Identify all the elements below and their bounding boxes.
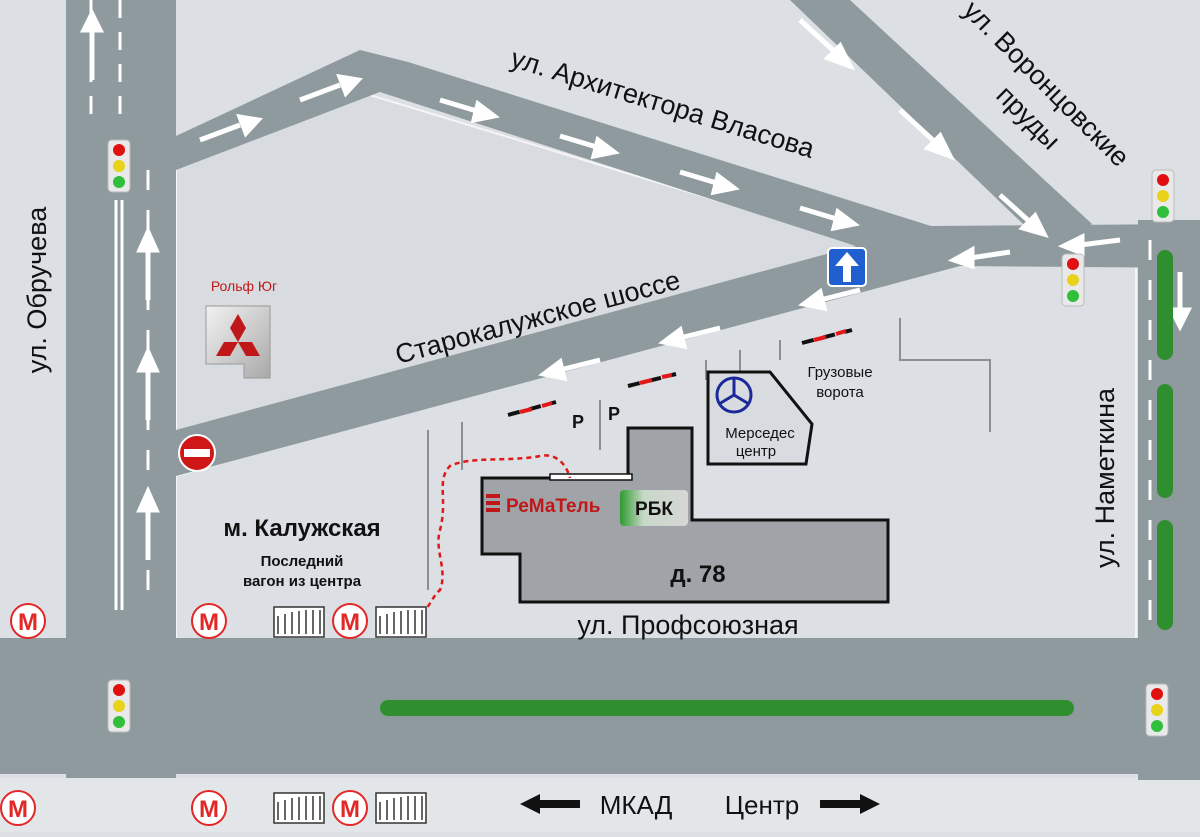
- barriers: [507, 328, 853, 417]
- green-medians: [380, 250, 1173, 716]
- last-car-label-2: вагон из центра: [243, 573, 362, 590]
- mercedes-label-2: центр: [736, 443, 776, 460]
- stairs-icon: [375, 606, 427, 638]
- mitsubishi-logo-icon: [216, 314, 260, 356]
- rolf-dealer: [205, 305, 271, 379]
- traffic-light-icon: [107, 139, 131, 193]
- road-vorontsovskie: [790, 0, 1092, 250]
- traffic-light-icon: [107, 679, 131, 733]
- stairs-icon: [273, 606, 325, 638]
- metro-icon: М: [332, 790, 368, 826]
- street-label-profsoyuznaya: ул. Профсоюзная: [577, 610, 798, 640]
- svg-text:М: М: [340, 796, 360, 823]
- rematel-logo: [486, 494, 500, 512]
- rolf-label: Рольф Юг: [211, 278, 277, 294]
- cargo-gate-label-2: ворота: [816, 384, 864, 401]
- metro-stairs: [273, 606, 427, 824]
- stairs-icon: [273, 792, 325, 824]
- mercedes-label-1: Мерседес: [725, 425, 795, 442]
- street-label-obrucheva: ул. Обручева: [22, 206, 52, 373]
- mkad-arrow-icon: [520, 794, 580, 814]
- metro-logos: М М М М М М: [0, 603, 368, 826]
- traffic-light-icon: [1145, 683, 1169, 737]
- svg-text:М: М: [199, 609, 219, 636]
- one-way-sign: [827, 247, 867, 287]
- no-entry-sign: [178, 434, 216, 472]
- building-number: д. 78: [670, 561, 725, 588]
- svg-text:М: М: [8, 796, 28, 823]
- rematel-label: РеМаТель: [506, 496, 600, 517]
- road-starokaluzhskoe: [176, 224, 1200, 476]
- stairs-icon: [375, 792, 427, 824]
- metro-icon: М: [191, 603, 227, 639]
- svg-text:М: М: [18, 609, 38, 636]
- rbk-label: РБК: [635, 499, 673, 520]
- parking-outlines: [427, 318, 991, 590]
- svg-text:М: М: [340, 609, 360, 636]
- walking-route: [377, 454, 572, 626]
- parking-label-1: Р: [572, 412, 584, 432]
- mercedes-center: [706, 370, 814, 466]
- street-label-nametkina: ул. Наметкина: [1090, 387, 1120, 568]
- last-car-label-1: Последний: [261, 553, 344, 570]
- parking-label-2: Р: [608, 404, 620, 424]
- metro-icon: М: [0, 790, 36, 826]
- direction-arrows: [79, 8, 1193, 560]
- metro-icon: М: [191, 790, 227, 826]
- traffic-light-icon: [1151, 169, 1175, 223]
- metro-icon: М: [10, 603, 46, 639]
- road-arkhitektora-vlasova: [176, 50, 950, 270]
- center-arrow-icon: [820, 794, 880, 814]
- metro-icon: М: [332, 603, 368, 639]
- metro-station-label: м. Калужская: [223, 515, 380, 542]
- center-label: Центр: [725, 790, 799, 820]
- traffic-lights: [107, 139, 1175, 737]
- rbk-badge: [620, 490, 688, 526]
- cargo-gate-label-1: Грузовые: [807, 364, 872, 381]
- traffic-light-icon: [1061, 253, 1085, 307]
- svg-text:М: М: [199, 796, 219, 823]
- mkad-label: МКАД: [600, 790, 673, 820]
